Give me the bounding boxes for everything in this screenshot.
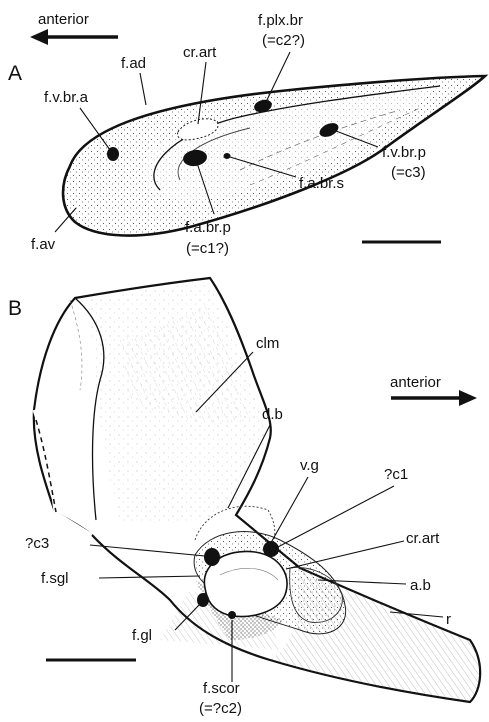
panel-a: A anterior	[8, 11, 485, 257]
label-q-c3: ?c3	[25, 535, 49, 552]
label-f-a-br-p-sub: (=c1?)	[186, 240, 229, 257]
label-f-a-br-s: f.a.br.s	[299, 175, 344, 192]
label-a-b: a.b	[410, 577, 431, 594]
panel-b: B anterior	[8, 278, 480, 717]
label-f-v-br-a: f.v.br.a	[44, 89, 89, 106]
label-f-sgl: f.sgl	[41, 570, 69, 587]
label-d-b: d.b	[262, 406, 283, 423]
foramen-c3	[204, 548, 220, 566]
leader-q-c1	[276, 486, 394, 548]
anterior-label-b: anterior	[390, 374, 441, 391]
foramen-scor	[228, 611, 236, 619]
leader-v-g	[268, 477, 308, 548]
label-v-g: v.g	[300, 457, 319, 474]
label-cr-art-b: cr.art	[406, 530, 440, 547]
foramen-a-br-s	[224, 153, 231, 159]
label-f-plx-br-sub: (=c2?)	[262, 32, 305, 49]
label-clm: clm	[256, 335, 279, 352]
label-q-c1: ?c1	[384, 466, 408, 483]
label-f-scor: f.scor	[203, 680, 240, 697]
label-f-plx-br: f.plx.br	[258, 12, 303, 29]
anterior-arrow-a	[30, 29, 118, 45]
label-f-scor-sub: (=?c2)	[199, 700, 242, 717]
leader-f-ad	[140, 73, 146, 105]
panel-b-letter: B	[8, 297, 22, 320]
label-f-av: f.av	[31, 236, 56, 253]
anterior-arrow-b	[391, 390, 477, 406]
label-cr-art-a: cr.art	[183, 44, 217, 61]
panel-a-letter: A	[8, 62, 22, 85]
label-f-v-br-p-sub: (=c3)	[391, 164, 426, 181]
label-r: r	[446, 611, 451, 628]
label-f-v-br-p: f.v.br.p	[382, 144, 426, 161]
anterior-label-a: anterior	[38, 11, 89, 28]
label-f-gl: f.gl	[132, 627, 152, 644]
label-f-a-br-p: f.a.br.p	[185, 219, 231, 236]
label-f-ad: f.ad	[121, 55, 146, 72]
